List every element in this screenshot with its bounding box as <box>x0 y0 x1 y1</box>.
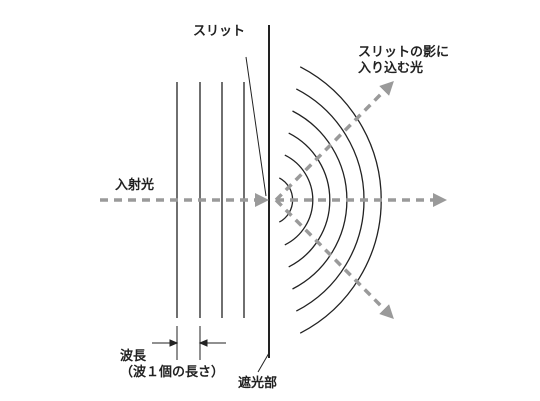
wavelength-arrowhead-right <box>198 339 208 347</box>
wavelength-label-line2: （波１個の長さ） <box>120 365 225 381</box>
diffracted-up-arrow <box>274 81 394 202</box>
wavelength-arrowhead-left <box>169 339 179 347</box>
wavelength-label-line1: 波長 <box>120 349 147 364</box>
arc-wavefront <box>284 154 314 246</box>
incident-light-label: 入射光 <box>115 178 155 193</box>
diffracted-down-arrow <box>274 198 394 319</box>
barrier-label: 遮光部 <box>238 376 278 391</box>
slit-label: スリット <box>193 24 246 39</box>
diffracted-light-label: スリットの影に 入り込む光 <box>358 45 449 78</box>
wavelength-label: 波長 （波１個の長さ） <box>120 349 224 382</box>
wavelength-dimension <box>152 326 226 360</box>
diffracted-light-label-line2: 入り込む光 <box>358 61 424 77</box>
diffracted-light-label-line1: スリットの影に <box>358 45 450 60</box>
arc-wavefront <box>288 132 331 268</box>
barrier-leader-line <box>257 352 270 373</box>
slit-leader-line <box>245 56 267 197</box>
